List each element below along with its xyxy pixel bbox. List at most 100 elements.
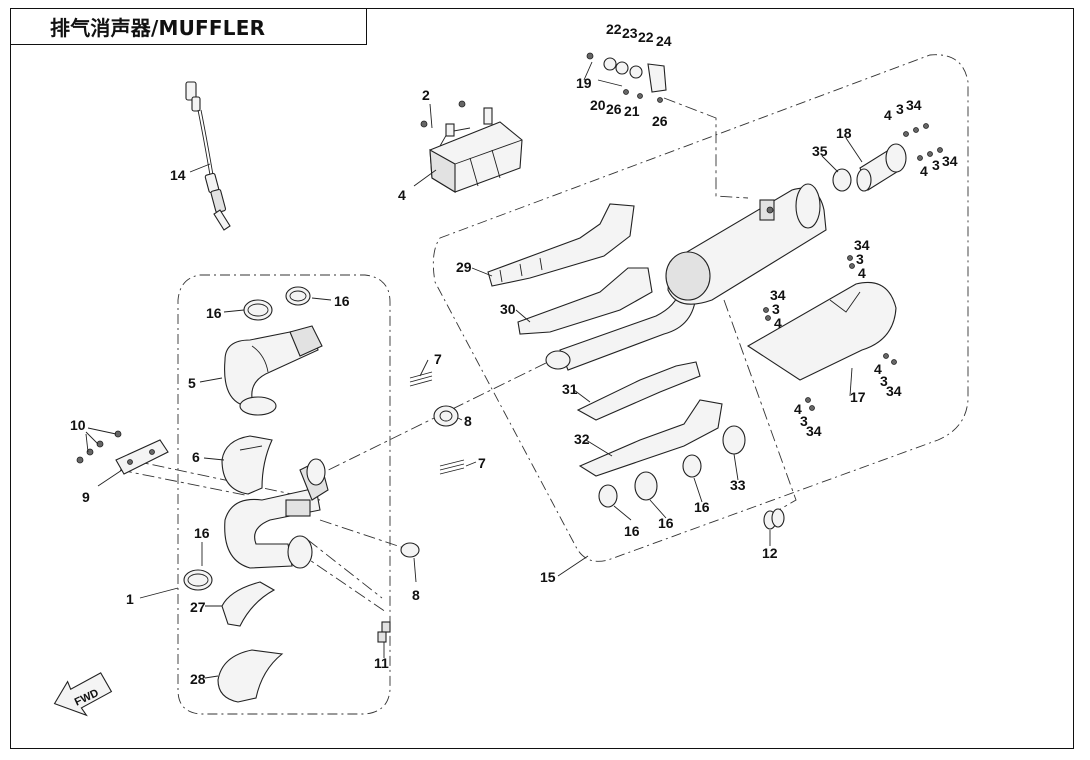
label-25: 14 — [170, 167, 186, 183]
label-24: 24 — [656, 33, 672, 49]
heat-shield-13 — [420, 100, 523, 193]
label-3-shield-bottom: 3 — [800, 413, 808, 429]
label-18: 18 — [836, 125, 852, 141]
clamp-16-top-right — [285, 286, 311, 306]
label-27: 27 — [190, 599, 206, 615]
group-outline-muffler — [432, 54, 969, 562]
bolts-11 — [76, 430, 122, 464]
oxygen-sensor-25 — [185, 81, 231, 231]
label-30: 30 — [500, 301, 516, 317]
diagram-title: 排气消声器/MUFFLER — [50, 15, 266, 40]
heat-shield-28 — [217, 649, 284, 703]
fasteners-3-4-34-side — [763, 255, 897, 411]
assembly-line-gasket-9 — [319, 519, 405, 549]
label-4-top: 4 — [884, 107, 892, 123]
mount-hardware-19-26 — [586, 52, 667, 103]
label-3-shield-left: 3 — [772, 301, 780, 317]
grommet-14 — [763, 508, 785, 530]
gasket-9 — [400, 542, 420, 558]
label-34-top: 34 — [906, 97, 922, 113]
label-4-right: 4 — [920, 163, 928, 179]
heat-shield-29 — [487, 203, 635, 287]
label-19: 19 — [576, 75, 592, 91]
label-16-b1: 16 — [624, 523, 640, 539]
label-35: 35 — [812, 143, 828, 159]
label-16-mid: 16 — [194, 525, 210, 541]
label-22-b: 22 — [638, 29, 654, 45]
muffler-body — [665, 183, 827, 305]
label-14: 12 — [762, 545, 778, 561]
label-10: 9 — [82, 489, 90, 505]
fasteners-3-4-34-top — [903, 123, 943, 161]
exhaust-header-1 — [224, 458, 329, 569]
clamps-16-and-33 — [598, 425, 746, 508]
label-16-tr: 16 — [334, 293, 350, 309]
assembly-line-bracket — [129, 459, 321, 501]
label-31: 31 — [562, 381, 578, 397]
label-11: 10 — [70, 417, 86, 433]
label-3-right: 3 — [932, 157, 940, 173]
nuts-12 — [377, 621, 391, 643]
label-17: 17 — [850, 389, 866, 405]
assembly-line-mount-26 — [663, 97, 749, 199]
label-7-upper: 7 — [434, 351, 442, 367]
label-34-shield-left: 34 — [770, 287, 786, 303]
label-21: 21 — [624, 103, 640, 119]
label-3-top: 3 — [896, 101, 904, 117]
label-9: 8 — [412, 587, 420, 603]
label-4-shield-bottom: 4 — [794, 401, 802, 417]
clamp-16-top-left — [243, 299, 273, 321]
header-pipe-5 — [224, 325, 323, 416]
forward-direction-arrow: FWD — [53, 672, 113, 717]
label-13: 4 — [398, 187, 406, 203]
spring-7-lower — [439, 459, 465, 475]
label-2: 2 — [422, 87, 430, 103]
title-block: 排气消声器/MUFFLER — [10, 8, 367, 45]
label-16-b3: 16 — [694, 499, 710, 515]
label-20: 20 — [590, 97, 606, 113]
heat-shield-32 — [578, 399, 723, 477]
heat-shield-30 — [517, 267, 653, 335]
gasket-35 — [832, 168, 852, 192]
clamp-16-lower — [183, 569, 213, 591]
gasket-8 — [433, 405, 459, 427]
label-26-b: 26 — [652, 113, 668, 129]
label-6: 6 — [192, 449, 200, 465]
label-3-shield-right: 3 — [880, 373, 888, 389]
label-4-shield-top: 4 — [858, 265, 866, 281]
assembly-line-nut-12b — [307, 539, 383, 599]
label-7-lower: 7 — [478, 455, 486, 471]
label-4-shield-left: 4 — [774, 315, 782, 331]
label-33: 33 — [730, 477, 746, 493]
label-34-shield-top: 34 — [854, 237, 870, 253]
heat-shield-31 — [576, 361, 701, 421]
drawing-frame — [10, 8, 1074, 749]
heat-shield-6 — [221, 435, 273, 495]
heat-shield-17 — [746, 281, 897, 381]
assembly-line-bracket-10 — [119, 469, 246, 496]
label-28: 28 — [190, 671, 206, 687]
label-3-shield-top: 3 — [856, 251, 864, 267]
label-15: 15 — [540, 569, 556, 585]
label-8: 8 — [464, 413, 472, 429]
label-4-shield-right: 4 — [874, 361, 882, 377]
assembly-line-header-flange — [307, 361, 549, 481]
label-32: 32 — [574, 431, 590, 447]
label-34-right: 34 — [942, 153, 958, 169]
label-26-a: 26 — [606, 101, 622, 117]
label-22-a: 22 — [606, 21, 622, 37]
assembly-line-nut-12 — [297, 551, 387, 613]
label-1: 1 — [126, 591, 134, 607]
label-5: 5 — [188, 375, 196, 391]
label-23: 23 — [622, 25, 638, 41]
bracket-10 — [115, 439, 169, 475]
heat-shield-27 — [221, 581, 276, 627]
label-12: 11 — [374, 655, 389, 671]
label-29: 29 — [456, 259, 472, 275]
label-16-tl: 16 — [206, 305, 222, 321]
tailpipe-18 — [856, 143, 907, 192]
label-16-b2: 16 — [658, 515, 674, 531]
label-34-shield-right: 34 — [886, 383, 902, 399]
